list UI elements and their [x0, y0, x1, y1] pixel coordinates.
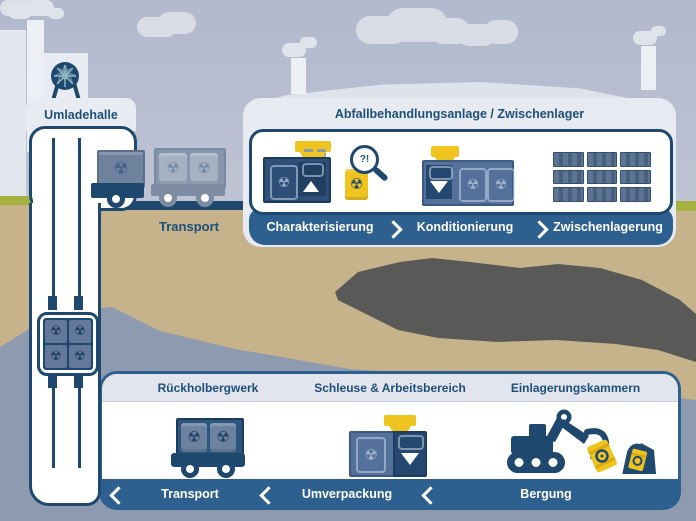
- hoist-cable: [52, 138, 55, 296]
- shaft-seam-patch: [33, 200, 95, 212]
- repack-container-icon: ☢: [349, 431, 395, 477]
- cable-connector: [74, 375, 83, 388]
- wagon-wheel-icon: [196, 189, 214, 207]
- smoke-icon: [26, 0, 54, 16]
- waste-barrel-icon: ☢: [181, 423, 207, 452]
- barrel-xray-icon: ☢: [459, 168, 487, 202]
- excavator-arm: [559, 419, 589, 444]
- umladehalle-label-box: Umladehalle: [26, 98, 136, 131]
- smoke-icon: [300, 37, 317, 48]
- hopper-icon: [389, 426, 411, 435]
- magnifier-icon: ?!: [350, 145, 379, 174]
- excavator-body: [511, 436, 553, 454]
- conditioning-container-icon: ☢ ☢: [422, 160, 515, 206]
- crane-icon: [295, 141, 331, 152]
- wagon-wheel-icon: [217, 460, 235, 478]
- treatment-chimney: [641, 46, 656, 90]
- container-stack-icon: [553, 152, 651, 202]
- barrel-xray-icon: ☢: [356, 437, 386, 473]
- cloud-icon: [484, 20, 518, 44]
- waste-barrel-icon: ☢: [45, 345, 67, 368]
- funnel-icon: [430, 181, 448, 193]
- cage-interior: ☢ ☢ ☢ ☢: [43, 318, 93, 370]
- barrel-xray-icon: [429, 166, 453, 180]
- treatment-chimney: [291, 58, 306, 94]
- smoke-icon: [48, 8, 64, 19]
- wagon-wheel-icon: [159, 189, 177, 207]
- hoist-cable: [78, 388, 81, 468]
- section-einlagerungskammern: Einlagerungskammern: [510, 381, 641, 395]
- cloud-icon: [158, 12, 196, 34]
- magnifier-text: ?!: [359, 154, 370, 165]
- cable-connector: [74, 296, 83, 310]
- surface-wagon-icon: ☢ ☢: [154, 148, 226, 189]
- hopper-icon: [384, 415, 416, 426]
- treatment-process-unit: ☢ ☢ ?! ☢ ☢ Charakterisierung Kondi: [249, 129, 673, 245]
- truck-container-icon: ☢: [97, 150, 145, 188]
- funnel-icon: [401, 453, 419, 465]
- step-charakterisierung: Charakterisierung: [266, 220, 374, 234]
- surface-rail: [96, 201, 256, 210]
- repack-fill-module: [393, 431, 427, 477]
- surface-transport-label: Transport: [159, 219, 219, 234]
- treatment-panel-title: Abfallbehandlungsanlage / Zwischenlager: [334, 107, 585, 121]
- umladehalle-label: Umladehalle: [44, 107, 118, 122]
- cable-connector: [48, 296, 57, 310]
- elevator-cage: ☢ ☢ ☢ ☢: [37, 312, 99, 376]
- barrel-xray-icon: ☢: [487, 168, 515, 202]
- barrel-xray-icon: [302, 163, 324, 177]
- old-mine-mass: [335, 258, 696, 362]
- step-zwischenlagerung: Zwischenlagerung: [553, 220, 663, 234]
- hoist-cable: [52, 388, 55, 468]
- step-konditionierung: Konditionierung: [416, 220, 514, 234]
- waste-barrel-icon: ☢: [345, 169, 368, 200]
- smoke-icon: [651, 26, 666, 36]
- wagon-wheel-icon: [181, 460, 199, 478]
- buried-barrel-icon: [628, 448, 648, 472]
- waste-barrel-icon: ☢: [210, 423, 236, 452]
- hoist-cable: [78, 138, 81, 296]
- flow-transport: Transport: [161, 487, 219, 501]
- hopper-icon: [431, 146, 459, 157]
- section-rueckholbergwerk: Rückholbergwerk: [157, 381, 259, 395]
- flow-umverpackung: Umverpackung: [301, 487, 393, 501]
- grabbed-barrel-icon: [587, 439, 617, 473]
- truck-wheel-icon: [107, 190, 125, 208]
- mine-wagon-icon: ☢ ☢: [176, 418, 244, 458]
- section-schleuse-arbeitsbereich: Schleuse & Arbeitsbereich: [314, 381, 466, 395]
- waste-barrel-icon: ☢: [45, 320, 67, 343]
- cable-connector: [48, 375, 57, 388]
- waste-barrel-icon: ☢: [69, 320, 91, 343]
- conveyor-icon: [303, 181, 319, 192]
- barrel-xray-icon: [398, 435, 424, 450]
- excavator-recovery-icon: [507, 409, 656, 475]
- waste-barrel-icon: ☢: [190, 153, 218, 184]
- factory-building: [0, 30, 26, 202]
- flow-bergung: Bergung: [520, 487, 572, 501]
- winding-wheel-icon: [51, 62, 79, 90]
- mine-panel-header-strip: [102, 374, 678, 402]
- barrel-xray-icon: ☢: [270, 165, 298, 200]
- smoke-icon: [633, 31, 657, 45]
- scan-container-icon: ☢: [263, 157, 331, 203]
- smoke-icon: [282, 43, 306, 57]
- excavator-cab: [529, 424, 546, 440]
- waste-barrel-icon: ☢: [69, 345, 91, 368]
- waste-barrel-icon: ☢: [159, 153, 187, 184]
